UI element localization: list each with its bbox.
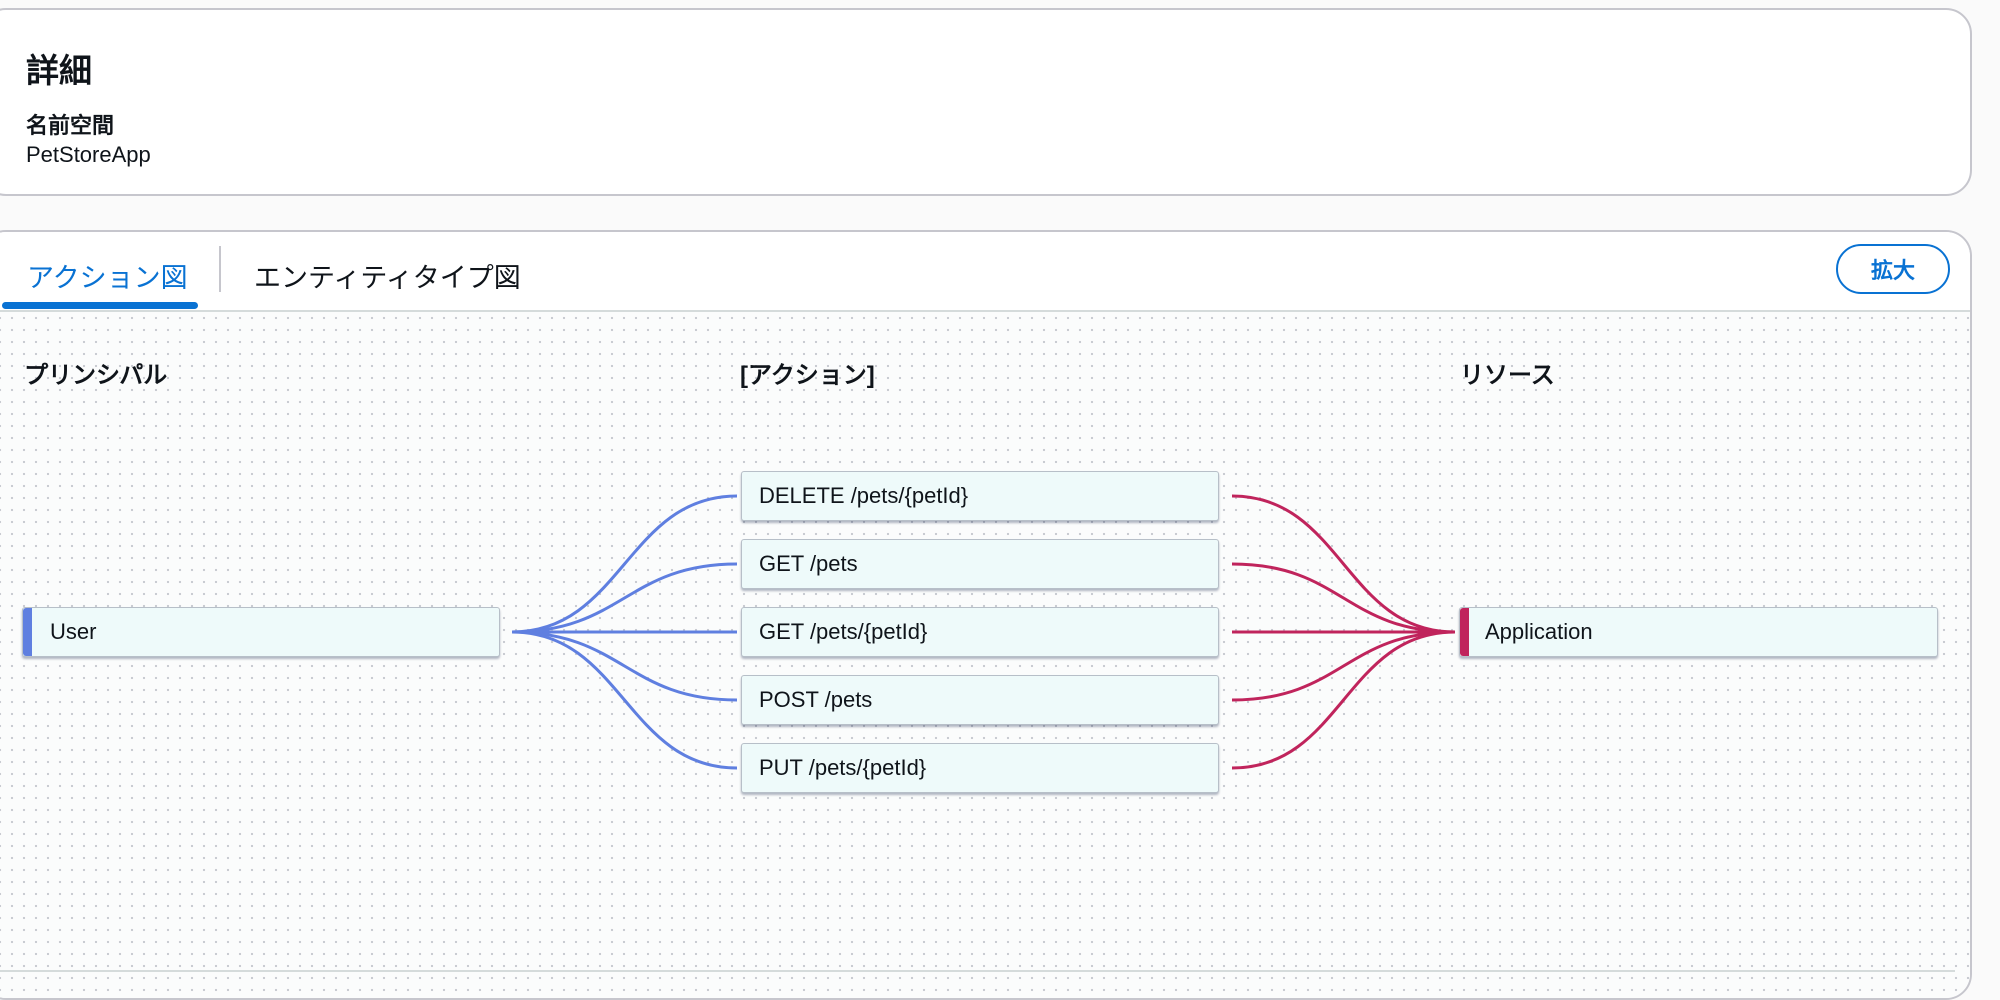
tab-action-diagram[interactable]: アクション図 [27,263,188,293]
expand-button[interactable]: 拡大 [1836,244,1950,294]
tab-divider [219,246,221,292]
action-node[interactable]: DELETE /pets/{petId} [741,471,1219,521]
action-node-label: DELETE /pets/{petId} [759,483,969,508]
namespace-value: PetStoreApp [26,142,151,167]
principal-node-label: User [50,619,97,644]
action-node[interactable]: GET /pets [741,539,1219,589]
principal-node-user[interactable]: User [22,607,500,657]
namespace-label: 名前空間 [26,113,115,138]
action-node-label: GET /pets/{petId} [759,619,928,644]
action-node-label: PUT /pets/{petId} [759,755,927,780]
action-node[interactable]: PUT /pets/{petId} [741,743,1219,793]
resource-node-application[interactable]: Application [1459,607,1938,657]
action-node-label: GET /pets [759,551,858,576]
action-node[interactable]: POST /pets [741,675,1219,725]
details-panel: 詳細 名前空間 PetStoreApp [0,8,1972,196]
action-column-header: [アクション] [740,362,875,389]
action-node[interactable]: GET /pets/{petId} [741,607,1219,657]
bottom-divider [0,970,1955,972]
active-tab-indicator [2,302,198,309]
details-heading: 詳細 [26,52,92,89]
tab-bar: アクション図 エンティティタイプ図 拡大 [0,232,1970,312]
tab-entity-type-diagram[interactable]: エンティティタイプ図 [254,263,521,293]
resource-node-label: Application [1485,619,1593,644]
principal-column-header: プリンシパル [24,362,168,389]
action-node-label: POST /pets [759,687,873,712]
resource-column-header: リソース [1460,362,1555,389]
